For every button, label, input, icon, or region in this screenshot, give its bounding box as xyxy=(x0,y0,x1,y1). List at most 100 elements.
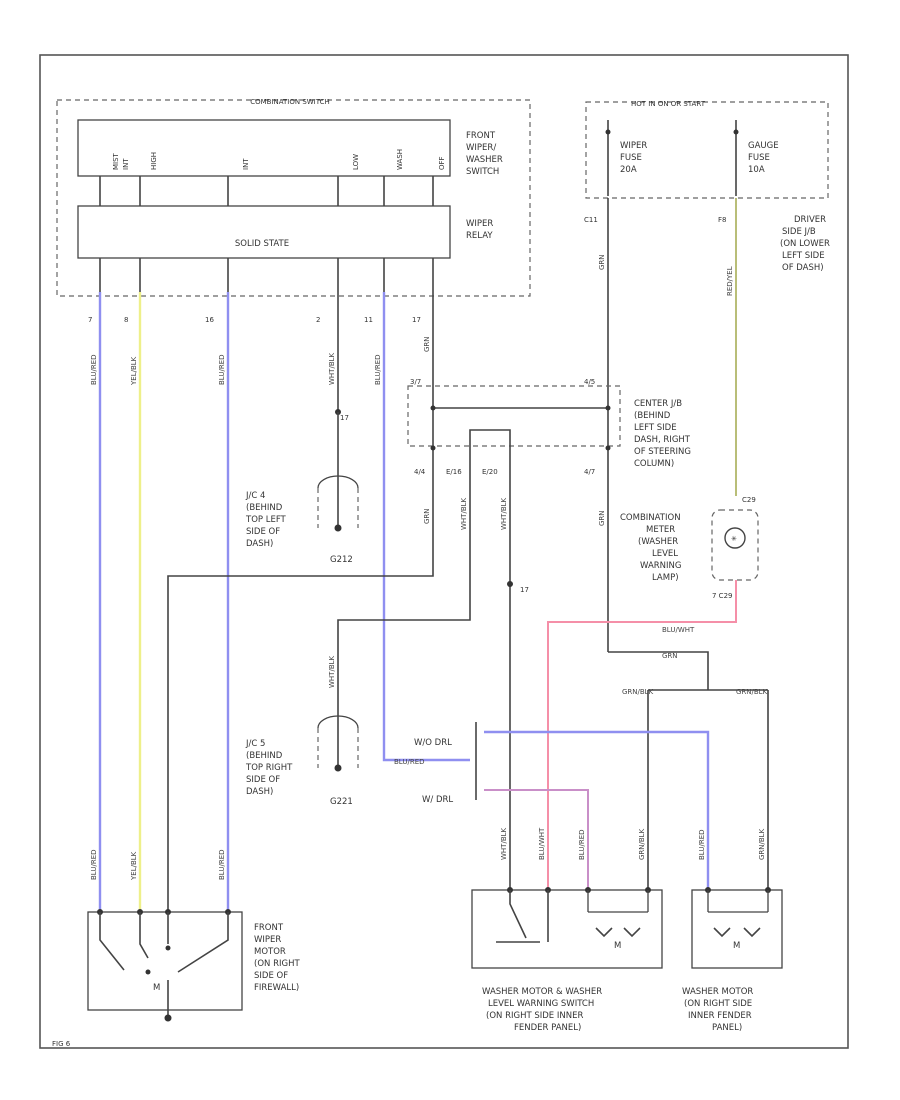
solid-state-label: SOLID STATE xyxy=(235,239,289,249)
wire-label-red-yel-1: RED/YEL xyxy=(726,266,734,296)
wire-label-grn-5: GRN xyxy=(662,652,678,660)
front-motor-label-3: MOTOR xyxy=(254,947,286,957)
washer-motor-rear: M WASHER MOTOR (ON RIGHT SIDE INNER FEND… xyxy=(682,887,783,1033)
driver-jb-5: OF DASH) xyxy=(782,263,824,273)
wire-label-wht-blk-5: WHT/BLK xyxy=(500,827,508,860)
meter-label-3: (WASHER xyxy=(638,537,678,547)
jc5-label-1: J/C 5 xyxy=(245,739,265,749)
jc4-label-4: SIDE OF xyxy=(246,527,280,537)
jc5-label-3: TOP RIGHT xyxy=(245,763,293,773)
svg-text:17: 17 xyxy=(520,586,529,594)
washer-motor-m-1: M xyxy=(614,941,621,951)
wire-label-blu-red-1: BLU/RED xyxy=(90,354,98,385)
wo-drl-label: W/O DRL xyxy=(414,738,452,748)
wire-label-grn-4: GRN xyxy=(598,510,606,526)
drl-branch: W/O DRL W/ DRL BLU/RED xyxy=(394,722,710,890)
washer-motor-switch: M WASHER MOTOR & WASHER LEVEL WARNING SW… xyxy=(471,887,663,1033)
g212-label: G212 xyxy=(330,555,353,565)
switch-pos-mist: MIST xyxy=(112,152,120,170)
washer-switch-label-1: WASHER MOTOR & WASHER xyxy=(482,987,602,997)
switch-pos-off: OFF xyxy=(438,156,446,170)
svg-text:16: 16 xyxy=(205,316,214,324)
svg-text:3/7: 3/7 xyxy=(410,378,421,386)
center-jb-label-4: DASH, RIGHT xyxy=(634,435,691,445)
front-motor-label-2: WIPER xyxy=(254,935,281,945)
wire-label-blu-red-6: BLU/RED xyxy=(218,849,226,880)
driver-jb-1: DRIVER xyxy=(794,215,826,225)
wire-label-blu-red-7: BLU/RED xyxy=(578,829,586,860)
wire-label-wht-blk-2: WHT/BLK xyxy=(460,497,468,530)
washer-rear-label-2: (ON RIGHT SIDE xyxy=(684,999,752,1009)
connector-c29-1: C29 xyxy=(742,496,756,504)
washer-switch-label-4: FENDER PANEL) xyxy=(514,1023,581,1033)
front-motor-m: M xyxy=(153,983,160,993)
wire-label-yel-blk-1: YEL/BLK xyxy=(130,356,138,386)
svg-text:11: 11 xyxy=(364,316,373,324)
svg-text:8: 8 xyxy=(124,316,128,324)
driver-jb-3: (ON LOWER xyxy=(780,239,830,249)
g221-label: G221 xyxy=(330,797,353,807)
svg-text:4/5: 4/5 xyxy=(584,378,595,386)
front-motor-label-1: FRONT xyxy=(254,923,284,933)
wire-label-grn-blk-1: GRN/BLK xyxy=(622,688,654,696)
wiper-switch-label-1: FRONT xyxy=(466,131,496,141)
center-jb-label-6: COLUMN) xyxy=(634,459,674,469)
center-jb-label-5: OF STEERING xyxy=(634,447,691,457)
meter-label-4: LEVEL xyxy=(652,549,678,559)
wiper-switch-label-4: SWITCH xyxy=(466,167,499,177)
center-jb-label-1: CENTER J/B xyxy=(634,399,682,409)
washer-switch-label-2: LEVEL WARNING SWITCH xyxy=(488,999,594,1009)
wire-label-grn-blk-2: GRN/BLK xyxy=(736,688,768,696)
svg-text:17: 17 xyxy=(412,316,421,324)
front-motor-label-5: SIDE OF xyxy=(254,971,288,981)
meter-label-1: COMBINATION xyxy=(620,513,681,523)
fuse-box: HOT IN ON OR START WIPER FUSE 20A GAUGE … xyxy=(585,100,829,199)
combination-switch-label: COMBINATION SWITCH xyxy=(250,98,330,106)
wire-label-yel-blk-2: YEL/BLK xyxy=(130,851,138,881)
wire-label-blu-red-3: BLU/RED xyxy=(374,354,382,385)
switch-pos-int-1: INT xyxy=(122,158,130,170)
svg-text:4/7: 4/7 xyxy=(584,468,595,476)
driver-jb-2: SIDE J/B xyxy=(782,227,816,237)
wire-label-blu-red-8: BLU/RED xyxy=(698,829,706,860)
front-motor-label-4: (ON RIGHT xyxy=(254,959,300,969)
jc4-label-5: DASH) xyxy=(246,539,273,549)
gauge-fuse-label-1: GAUGE xyxy=(748,141,779,151)
driver-side-jb-label: DRIVER SIDE J/B (ON LOWER LEFT SIDE OF D… xyxy=(780,215,830,273)
connector-c11: C11 xyxy=(584,216,598,224)
switch-pos-high: HIGH xyxy=(150,152,158,170)
footer-label: FIG 6 xyxy=(52,1040,71,1048)
jc4-label-3: TOP LEFT xyxy=(245,515,287,525)
svg-text:4/4: 4/4 xyxy=(414,468,426,476)
jc5-label-5: DASH) xyxy=(246,787,273,797)
outer-frame xyxy=(39,54,849,1049)
wiper-switch-label-2: WIPER/ xyxy=(466,143,496,153)
washer-rear-label-4: PANEL) xyxy=(712,1023,742,1033)
meter-label-5: WARNING xyxy=(640,561,681,571)
wire-label-blu-wht-2: BLU/WHT xyxy=(538,827,546,860)
jc4-label-2: (BEHIND xyxy=(246,503,283,513)
washer-rear-label-1: WASHER MOTOR xyxy=(682,987,753,997)
jc5-label-2: (BEHIND xyxy=(246,751,283,761)
jc4-label-1: J/C 4 xyxy=(245,491,265,501)
switch-pos-low: LOW xyxy=(352,154,360,170)
center-jb-label-2: (BEHIND xyxy=(634,411,671,421)
gauge-fuse-label-2: FUSE xyxy=(748,153,770,163)
wire-label-grn-2: GRN xyxy=(423,336,431,352)
connector-f8: F8 xyxy=(718,216,726,224)
wire-label-grn-blk-4: GRN/BLK xyxy=(758,828,766,860)
front-motor-label-6: FIREWALL) xyxy=(254,983,299,993)
wire-label-wht-blk-3: WHT/BLK xyxy=(500,497,508,530)
wiper-relay-label-2: RELAY xyxy=(466,231,493,241)
gauge-fuse-label-3: 10A xyxy=(748,165,765,175)
center-jb-label-3: LEFT SIDE xyxy=(634,423,677,433)
wiper-fuse-label-1: WIPER xyxy=(620,141,647,151)
center-jb: 3/7 4/5 4/4 E/16 E/20 4/7 CENTER J/B (BE… xyxy=(407,378,691,476)
wire-label-wht-blk-4: WHT/BLK xyxy=(328,655,336,688)
svg-text:2: 2 xyxy=(316,316,320,324)
jc5-label-4: SIDE OF xyxy=(246,775,280,785)
hot-in-label: HOT IN ON OR START xyxy=(631,100,706,108)
wiper-switch-label-3: WASHER xyxy=(466,155,503,165)
wiper-fuse-label-3: 20A xyxy=(620,165,637,175)
